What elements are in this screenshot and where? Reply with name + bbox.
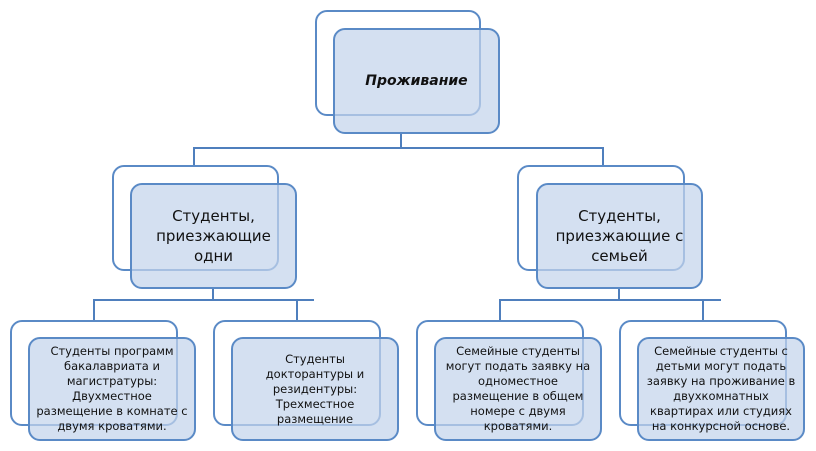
leaf-node: Студенты докторантуры и резидентуры: Тре… [231,337,399,441]
connector [400,133,402,149]
branch-node-alone: Студенты, приезжающие одни [130,183,297,289]
branch-label: Студенты, приезжающие с семьей [555,207,684,265]
connector [193,147,604,149]
connector [602,147,604,166]
root-node: Проживание [333,28,500,134]
connector [618,288,620,301]
connector [499,299,501,321]
connector [93,299,314,301]
leaf-label: Студенты докторантуры и резидентуры: Тре… [265,351,365,426]
connector [193,147,195,166]
leaf-node: Студенты программ бакалавриата и магистр… [28,337,196,441]
leaf-node: Семейные студенты с детьми могут подать … [637,337,805,441]
connector [296,299,298,321]
leaf-label: Студенты программ бакалавриата и магистр… [36,344,188,433]
branch-node-family: Студенты, приезжающие с семьей [536,183,703,289]
connector [212,288,214,301]
connector [93,299,95,321]
leaf-node: Семейные студенты могут подать заявку на… [434,337,602,441]
leaf-label: Семейные студенты с детьми могут подать … [646,344,796,433]
branch-label: Студенты, приезжающие одни [156,207,271,265]
connector [702,299,704,321]
root-label: Проживание [365,73,468,89]
connector [499,299,721,301]
leaf-label: Семейные студенты могут подать заявку на… [445,344,591,433]
